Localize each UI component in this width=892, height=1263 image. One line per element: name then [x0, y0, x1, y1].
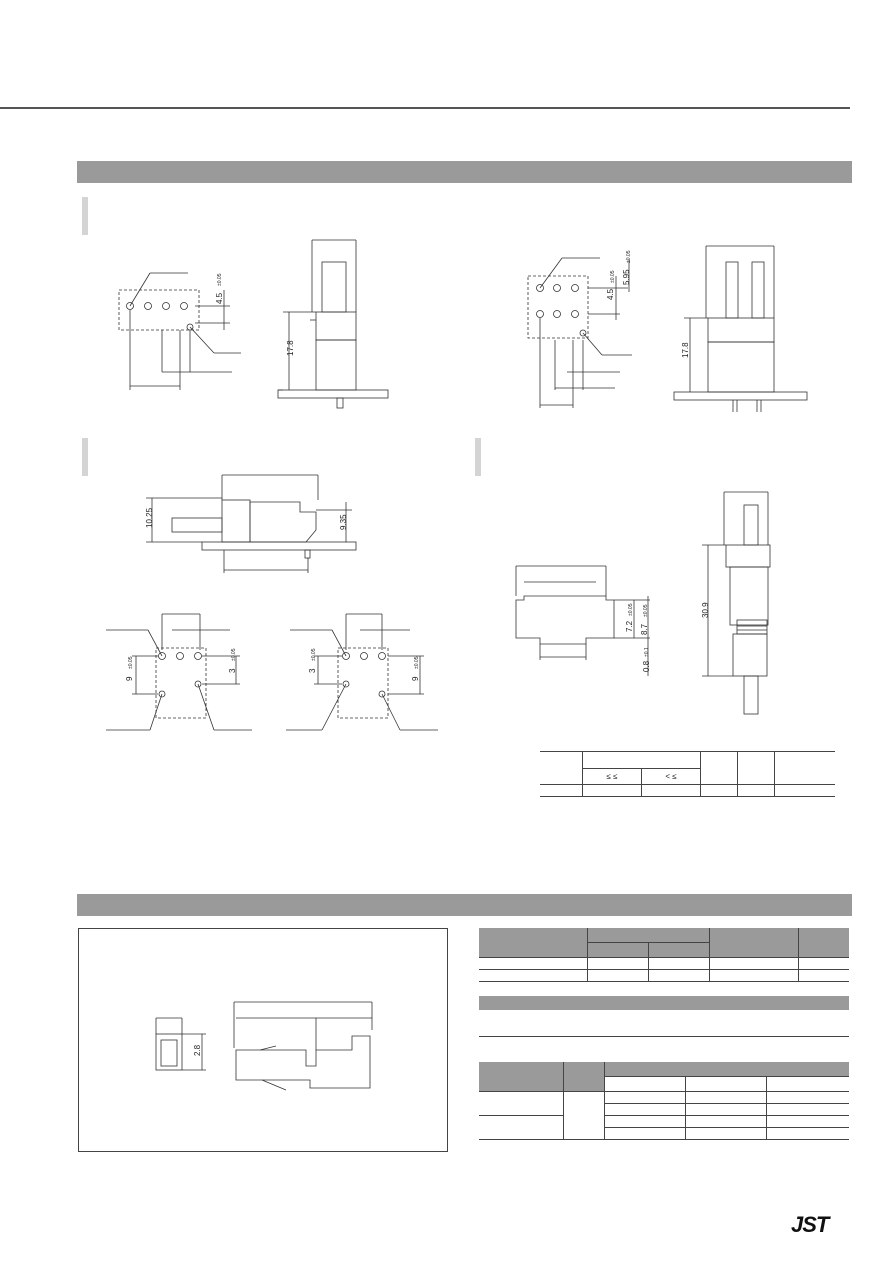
dim-side-h1: 10.25: [145, 507, 154, 528]
dim-height-b: 17.8: [681, 342, 690, 358]
dim-tol-6: ±0.05: [311, 648, 317, 661]
side-view-right-angle: [146, 474, 357, 573]
subsection-tab-1: [82, 197, 88, 235]
dim-tol-5: ±0.05: [231, 648, 237, 661]
subsection-tab-3: [475, 438, 481, 476]
dim-pitch-top2: 4.5: [606, 288, 615, 300]
dim-tol-7: ±0.05: [414, 656, 420, 669]
jst-logo: JST: [791, 1212, 829, 1237]
dim-height-a: 17.8: [286, 340, 295, 356]
tool-table: [479, 1062, 849, 1140]
dim-tol-4: ±0.05: [128, 656, 134, 669]
dim-tol-2: ±0.05: [610, 270, 616, 283]
dim-pitch-9b: 9: [411, 676, 420, 681]
dim-tol-9: ±0.05: [643, 604, 649, 617]
dim-t-28: 2.8: [193, 1044, 202, 1056]
contact-spec-table: [479, 928, 849, 982]
range-symbol-b: < ≤: [641, 768, 701, 785]
side-view-double: [673, 245, 808, 412]
applicable-wire-header: [479, 996, 849, 1010]
dim-tol-08: ±0.1: [644, 647, 650, 657]
dim-h-309: 30.9: [701, 602, 710, 618]
dimension-labels: 4.5 ±0.05 17.8 4.5 ±0.05 5.95 ±0.05 17.8…: [125, 250, 710, 1056]
dim-tol-3: ±0.05: [626, 250, 632, 263]
contact-drawing-frame: [78, 928, 448, 1152]
dimension-table: ≤ ≤ < ≤: [540, 751, 835, 797]
header-rule: [0, 107, 850, 109]
panel-cutout: [515, 565, 650, 676]
dim-side-h2: 9.35: [339, 514, 348, 530]
pcb-layout-single-row: [118, 272, 241, 390]
dim-pitch-3b: 3: [308, 668, 317, 673]
dim-w-08: 0.8: [642, 660, 651, 672]
section-band-header: [77, 161, 852, 183]
dim-pitch-3a: 3: [228, 668, 237, 673]
dim-pitch-9a: 9: [125, 676, 134, 681]
dim-w-72: 7.2: [625, 620, 634, 632]
dim-tol-8: ±0.05: [628, 603, 634, 616]
rule-1: [479, 1036, 849, 1037]
dim-pitch-top: 4.5: [215, 292, 224, 304]
panel-mount-connector: [702, 491, 771, 715]
dim-w-87: 8.7: [640, 623, 649, 635]
section-band-contact: [77, 894, 852, 916]
dim-pitch-offset: 5.95: [622, 269, 631, 285]
side-view-single: [277, 239, 389, 409]
dim-tol-1: ±0.05: [217, 273, 223, 286]
pcb-layout-ra-left: [106, 613, 252, 731]
pcb-layout-ra-right: [286, 613, 438, 731]
subsection-tab-2: [82, 438, 88, 476]
contact-terminal: [155, 1001, 373, 1091]
range-symbol-a: ≤ ≤: [582, 768, 642, 785]
pcb-layout-double-row: [527, 257, 632, 408]
